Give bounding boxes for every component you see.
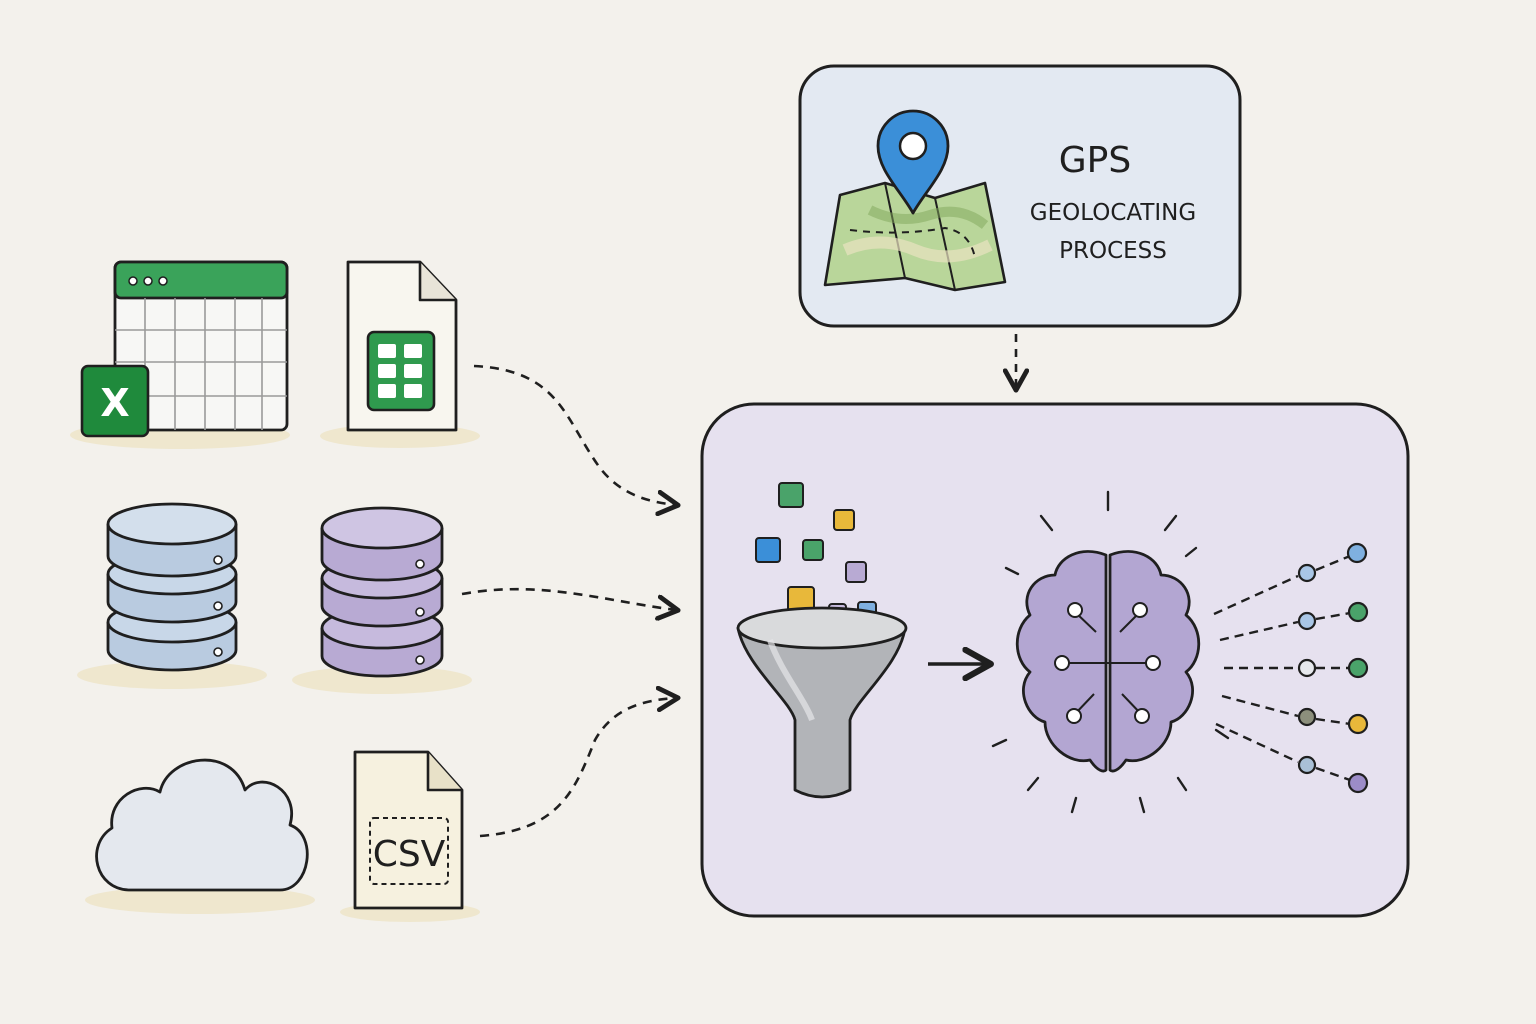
map-icon <box>823 181 1007 292</box>
gps-title: GPS <box>1059 140 1131 181</box>
funnel-icon <box>736 606 908 799</box>
output-lines <box>1213 554 1351 782</box>
excel-spreadsheet-icon: X <box>70 260 290 449</box>
gps-subtitle-line1: GEOLOCATING <box>1030 200 1196 226</box>
database-purple-icon <box>292 506 472 694</box>
excel-badge-letter: X <box>100 381 129 425</box>
google-sheets-file-icon <box>320 260 480 448</box>
csv-to-process-arrow <box>479 698 676 838</box>
cloud-icon <box>85 758 315 914</box>
output-nodes <box>1297 542 1369 794</box>
database-to-process-arrow <box>461 587 676 610</box>
gps-panel: GPS GEOLOCATING PROCESS <box>798 64 1242 328</box>
brain-icon <box>1015 550 1201 773</box>
csv-label: CSV <box>373 834 446 875</box>
gps-subtitle-line2: PROCESS <box>1059 238 1167 264</box>
brain-rays <box>991 490 1230 814</box>
sheets-to-process-arrow <box>473 364 676 505</box>
database-blue-icon <box>77 502 267 689</box>
csv-file-icon: CSV <box>340 750 480 922</box>
location-pin-icon <box>876 109 950 215</box>
